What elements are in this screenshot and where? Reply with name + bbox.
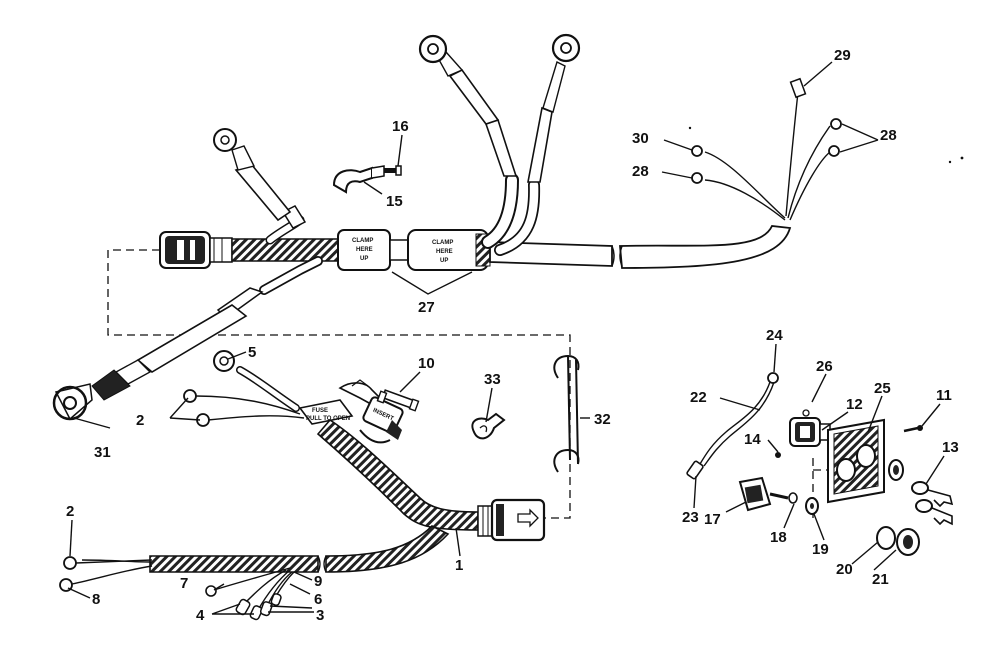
callout-4: 4 [196, 607, 205, 624]
callout-30: 30 [632, 130, 649, 147]
callout-23: 23 [682, 509, 699, 526]
callout-21: 21 [872, 571, 889, 588]
callout-6: 6 [314, 591, 322, 608]
callout-28-left: 28 [632, 163, 649, 180]
callout-26: 26 [816, 358, 833, 375]
upper-left-branch [213, 128, 307, 245]
lower-harness-trunk-right [325, 525, 450, 573]
callout-labels: 1 2 2 3 4 5 6 7 8 9 10 11 12 13 14 15 16… [66, 47, 959, 624]
fuse-label: FUSE [312, 408, 328, 414]
callout-24: 24 [766, 327, 783, 344]
callout-15: 15 [386, 193, 403, 210]
callout-27: 27 [418, 299, 435, 316]
leader-lines [67, 61, 945, 615]
callout-10: 10 [418, 355, 435, 372]
keys-13 [911, 481, 954, 526]
fuse-cartridge-10 [376, 389, 420, 412]
clamp-sleeve-b: CLAMP HERE UP [407, 229, 491, 271]
callout-16: 16 [392, 118, 409, 135]
callout-33: 33 [484, 371, 501, 388]
callout-14: 14 [744, 431, 761, 448]
upper-harness-plug [159, 231, 233, 269]
callout-32: 32 [594, 411, 611, 428]
upper-fanout-wires [688, 77, 964, 221]
callout-5: 5 [248, 344, 256, 361]
clamp-sleeve-b-text: CLAMP HERE UP [432, 240, 455, 264]
clamp-sleeve-a: CLAMP HERE UP [337, 229, 391, 271]
bottom-connectors [205, 567, 295, 621]
cable-clamp-15 [332, 165, 385, 194]
ignition-switch-group [686, 372, 954, 556]
upper-harness-trunk [231, 238, 341, 262]
upper-harness-right-run [619, 225, 792, 269]
callout-8: 8 [92, 591, 100, 608]
lower-left-branch [52, 256, 323, 421]
fuse-holder: FUSE PULL TO OPEN INSERT [298, 379, 404, 444]
callout-25: 25 [874, 380, 891, 397]
screw-16 [384, 165, 402, 176]
lower-harness: FUSE PULL TO OPEN INSERT [59, 350, 546, 621]
callout-13: 13 [942, 439, 959, 456]
callout-29: 29 [834, 47, 851, 64]
callout-11: 11 [936, 387, 952, 404]
callout-18: 18 [770, 529, 787, 546]
callout-17: 17 [704, 511, 721, 528]
callout-2-lower: 2 [66, 503, 74, 520]
callout-28-right: 28 [880, 127, 897, 144]
fuse-pull-label: PULL TO OPEN [306, 416, 350, 422]
retainer-bracket-32 [553, 354, 580, 473]
cable-clamp-33 [471, 412, 506, 440]
lower-harness-trunk-left [149, 555, 319, 573]
lower-harness-plug [477, 498, 546, 542]
callout-7: 7 [180, 575, 188, 592]
callout-3: 3 [316, 607, 324, 624]
upper-center-branches [418, 33, 581, 256]
upper-harness: CLAMP HERE UP CLAMP HERE UP [52, 33, 964, 421]
callout-20: 20 [836, 561, 853, 578]
callout-22: 22 [690, 389, 707, 406]
callout-2-upper: 2 [136, 412, 144, 429]
callout-9: 9 [314, 573, 322, 590]
callout-31: 31 [94, 444, 111, 461]
clamp-sleeve-a-text: CLAMP HERE UP [352, 238, 375, 262]
upper-lower-harness-wires [183, 350, 305, 427]
callout-1: 1 [455, 557, 463, 574]
callout-19: 19 [812, 541, 829, 558]
lower-left-terminals [59, 556, 153, 592]
callout-12: 12 [846, 396, 863, 413]
toggle-switch-17 [738, 476, 798, 512]
